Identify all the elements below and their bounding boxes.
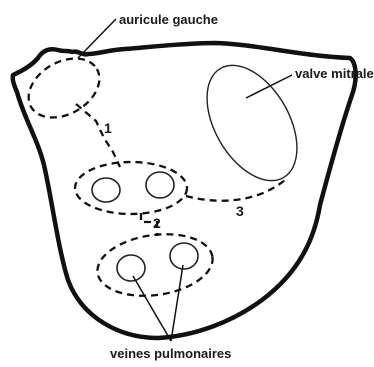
label-line-3: 3 (236, 203, 244, 219)
label-line-1: 1 (104, 120, 112, 136)
line-1-path (76, 104, 120, 167)
pulmonary-vein-upper-right (146, 172, 174, 198)
atrium-outline (13, 43, 356, 338)
veins-pointer-left (133, 276, 171, 341)
lower-veins-dashed-region (93, 227, 216, 303)
pulmonary-vein-lower-right (170, 243, 198, 269)
label-line-2: 2 (153, 215, 161, 231)
valve-pointer (246, 75, 292, 98)
veins-pointer-right (171, 265, 183, 341)
pulmonary-vein-upper-left (92, 178, 120, 202)
auricle-dashed-region (18, 46, 110, 129)
label-valve-mitrale: valve mitrale (295, 66, 374, 81)
label-veines-pulmonaires: veines pulmonaires (110, 346, 231, 361)
line-3-path (186, 180, 285, 201)
label-auricule-gauche: auricule gauche (119, 12, 218, 27)
pulmonary-vein-lower-left (117, 255, 145, 281)
